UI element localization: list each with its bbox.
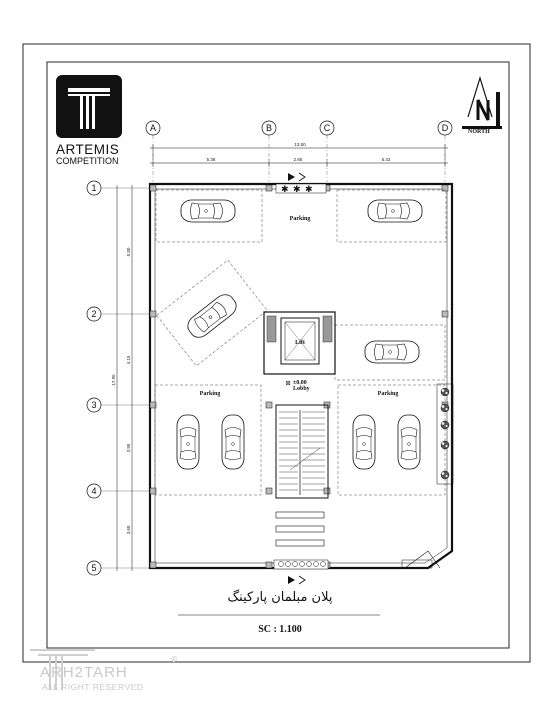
grid-label-1: 1: [91, 183, 96, 193]
grid-label-4: 4: [91, 486, 96, 496]
lobby-label: Lobby: [293, 386, 310, 392]
grid-label-5: 5: [91, 563, 96, 573]
entrance-planters-north: ✱ ✱ ✱: [275, 183, 327, 195]
left-dimensions: 17.95 5.80 4.15 3.95 3.60: [111, 185, 133, 571]
grid-columns: A B C D: [145, 120, 453, 182]
grid-rows: 1 2 3 4 5: [86, 180, 150, 576]
logo-name: ARTEMIS: [56, 142, 120, 157]
lift-label: Lift: [295, 340, 305, 346]
watermark-logo-icon: [30, 649, 95, 690]
svg-text:✱: ✱: [305, 185, 313, 195]
dim-r3-r4: 3.95: [126, 443, 131, 452]
dim-b-c: 2.65: [294, 157, 303, 162]
dim-c-d: 5.42: [382, 157, 391, 162]
dim-r2-r3: 4.15: [126, 355, 131, 364]
north-label: NORTH: [468, 129, 490, 135]
parking-label-west: Parking: [200, 391, 221, 397]
grid-bubble-3: [86, 397, 102, 413]
grid-bubble-1: [86, 180, 102, 196]
watermark-registered-icon: ®: [170, 655, 178, 664]
tree-icon: [436, 383, 454, 485]
svg-text:✱: ✱: [293, 185, 301, 195]
parking-label-east: Parking: [378, 391, 399, 397]
entrance-arrow-south-icon: [288, 575, 306, 585]
grid-label-2: 2: [91, 309, 96, 319]
logo-t-icon: [56, 75, 122, 138]
top-dimensions: 13.50 5.38 2.65 5.42: [150, 142, 448, 167]
grid-label-c: C: [324, 123, 331, 133]
grid-label-b: B: [266, 123, 272, 133]
dim-r4-r5: 3.60: [126, 525, 131, 534]
lobby-marker: ±0.00 Lobby: [285, 380, 310, 392]
grid-bubble-4: [86, 483, 102, 499]
lobby-level: ±0.00: [293, 380, 307, 386]
dim-r1-r2: 5.80: [126, 247, 131, 256]
grid-bubble-d: [437, 120, 453, 136]
north-arrow-icon: [462, 75, 502, 129]
grid-label-d: D: [442, 123, 449, 133]
entrance-planters-south: [273, 559, 329, 570]
grid-label-a: A: [150, 123, 156, 133]
structural-columns: [149, 184, 449, 569]
driveway-strips: [275, 511, 325, 547]
grid-bubble-c: [319, 120, 335, 136]
logo-subtitle: COMPETITION: [56, 156, 119, 166]
car-icon: [176, 200, 422, 470]
grid-bubble-b: [261, 120, 277, 136]
building-outline: [148, 182, 454, 570]
watermark-brand: ARH2TARH: [40, 664, 128, 681]
drawing-title: پلان مبلمان پارکینگ: [227, 590, 333, 605]
dim-total-width: 13.50: [294, 142, 306, 147]
grid-bubble-2: [86, 306, 102, 322]
svg-text:✱: ✱: [281, 185, 289, 195]
entrance-arrow-icon: [288, 172, 306, 182]
grid-bubble-5: [86, 560, 102, 576]
dim-total-height: 17.95: [111, 374, 116, 386]
sheet-frame: [22, 43, 531, 663]
dim-a-b: 5.38: [207, 157, 216, 162]
grid-label-3: 3: [91, 400, 96, 410]
grid-bubble-a: [145, 120, 161, 136]
watermark-rights: ALL RIGHT RESERVED: [42, 682, 144, 692]
parking-label-north: Parking: [290, 216, 311, 222]
sheet-inner-frame: [46, 61, 510, 649]
lift-core: Lift: [263, 311, 336, 375]
stairs: [275, 404, 329, 499]
drawing-scale: SC : 1.100: [258, 624, 302, 635]
